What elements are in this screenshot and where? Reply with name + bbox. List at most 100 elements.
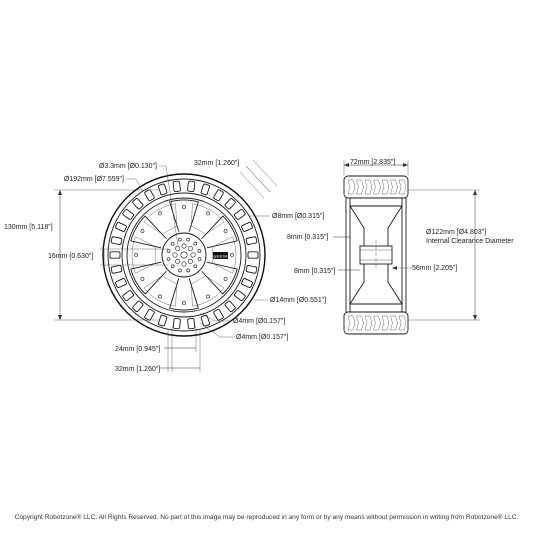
side-tread-lug [356,315,364,331]
hub-hole-small [186,268,190,273]
side-tread-lug [373,315,381,331]
tread-block [172,180,181,192]
rim-hole [140,229,145,233]
dim-top-32: 32mm [1.260"] [194,160,239,167]
tread-block [213,308,224,321]
hub-hole-small [170,264,175,269]
side-tread-lug [398,315,407,331]
hub-hole [181,243,187,249]
tread-block [241,278,253,288]
tread-block [245,265,258,274]
rim-mounting-holes [134,205,234,305]
hub-hole [190,252,196,258]
hub-hole [181,261,187,267]
dim-lower-8: 8mm [0.315"] [294,268,335,275]
spoke [130,215,167,249]
wheel-outer-edge [102,173,266,337]
rim-hole [134,253,138,257]
hub-hole [187,246,193,252]
side-view: 72mm [2.835"] Ø122mm [Ø4.803"] Internal … [287,159,514,335]
rim-hole [223,229,228,233]
spoke [169,278,199,311]
dim-inner-diameter: Ø122mm [Ø4.803"] [426,229,486,236]
side-tread-lug [381,315,390,331]
tread-block [187,318,196,330]
center-bore [180,251,188,259]
dim-bottom-24: 24mm [0.945"] [115,346,160,353]
spoke-window [143,275,177,307]
tread-block [122,290,134,301]
dim-hole-8: Ø8mm [Ø0.315"] [272,213,324,220]
tread-block [144,308,155,321]
tread-block [241,222,253,232]
tread-block [172,318,181,330]
dim-hole-4b: Ø4mm [Ø0.157"] [236,334,288,341]
tread-block [200,314,210,327]
side-tread-lug [398,179,407,195]
side-tread-lug [364,315,373,331]
spoke [201,215,238,249]
rim-hole [140,277,145,281]
dim-bore-small: Ø3.3mm [Ø0.130"] [99,163,157,170]
hub-hole [175,246,181,252]
tread-block [234,209,246,220]
dim-hole-4a: Ø4mm [Ø0.157"] [233,318,285,325]
tread-block [213,189,224,202]
rim-hole [206,211,210,216]
front-view: goBILDA Ø3.3mm [Ø0.130"] Ø192mm [Ø7.559"… [4,159,326,373]
dim-outer-diameter: Ø192mm [Ø7.559"] [64,176,124,183]
hub-boss [161,232,207,278]
spoke-window [143,203,177,235]
side-tread-lug [390,179,398,195]
side-spoke-upper [349,205,403,246]
spoke-window [212,236,237,274]
spoke [201,261,238,295]
rim-hole [158,294,162,299]
tread-block [158,183,168,196]
hub-hole [187,258,193,264]
dim-width-72: 72mm [2.835"] [350,159,395,166]
side-tread-lug [364,179,373,195]
hub-hole-small [178,237,182,242]
tread-block [132,198,144,210]
hub-hole-small [197,257,202,261]
tread-block [200,183,210,196]
dim-bottom-32: 32mm [1.260"] [115,366,160,373]
hub-hole-small [186,237,190,242]
tread-block [109,251,121,259]
dim-inner-diameter-note: Internal Clearance Diameter [426,238,514,245]
hub-logo-text: goBILDA [213,255,228,259]
hub-hole-small [193,241,198,246]
rim-hole [182,205,186,209]
side-spoke-lower [349,264,403,305]
tread-block [132,300,144,312]
tread-block [110,236,123,245]
hub-hole-small [193,264,198,269]
rim-ring [126,197,242,313]
dim-upper-8: 8mm [0.315"] [287,234,328,241]
dim-hole-14: Ø14mm [Ø0.551"] [270,297,326,304]
tread-blocks [109,180,259,330]
hub-hole-small [197,249,202,253]
side-tread-lug [381,179,390,195]
hub-hole-small [178,268,182,273]
spoke-window [131,236,156,274]
tread-block [234,290,246,301]
hub-hole-small [166,257,171,261]
wheel-spokes [130,199,238,311]
tread-block [144,189,155,202]
tread-base-ring [121,192,247,318]
dim-width-56: 56mm [2.205"] [412,265,457,272]
spoke-window [191,203,225,235]
side-tread-lug [373,179,381,195]
side-tread-top [343,175,409,199]
tread-block [122,209,134,220]
dim-left-16: 16mm [0.630"] [48,253,93,260]
side-tread-lug [390,315,398,331]
tread-block [115,278,127,288]
hub-hole-pattern [166,237,202,273]
tread-block [187,180,196,192]
tread-block [115,222,127,232]
tread-block [158,314,168,327]
